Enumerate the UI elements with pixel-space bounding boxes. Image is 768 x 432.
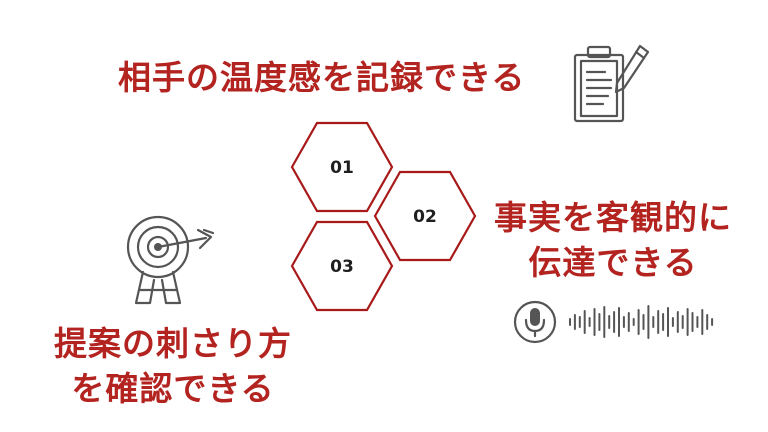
- label-proposal-line1: 提案の刺さり方: [54, 324, 292, 363]
- label-proposal-line2: を確認できる: [71, 368, 275, 408]
- audio-waveform-icon: [569, 305, 714, 339]
- hexagon-01-number: 01: [330, 158, 354, 178]
- hexagon-03-number: 03: [330, 257, 354, 277]
- hexagon-01: 01: [290, 121, 394, 213]
- clipboard-pencil-icon: [573, 44, 650, 123]
- label-objective-line2: 伝達できる: [528, 242, 698, 282]
- hexagon-02: 02: [373, 170, 477, 262]
- hexagon-02-number: 02: [413, 207, 437, 227]
- hexagon-03: 03: [290, 220, 394, 312]
- label-proposal-check: 提案の刺さり方 を確認できる: [38, 322, 308, 411]
- label-record-text: 相手の温度感を記録できる: [118, 58, 526, 97]
- label-objective-communication: 事実を客観的に 伝達できる: [478, 196, 748, 285]
- target-arrow-icon: [126, 215, 215, 305]
- microphone-icon: [513, 300, 557, 344]
- label-objective-line1: 事実を客観的に: [494, 198, 732, 237]
- label-record-temperature: 相手の温度感を記録できる: [118, 56, 525, 101]
